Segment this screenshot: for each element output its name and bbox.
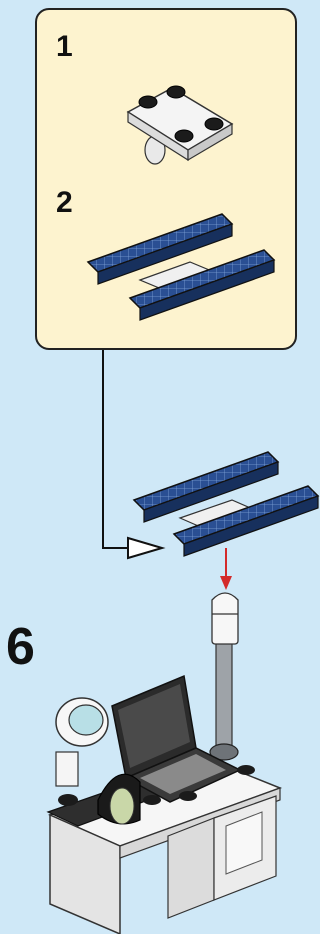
callout-connector-arrow <box>102 350 166 560</box>
solar-panels-part-substep <box>86 213 276 321</box>
desk-lamp <box>55 697 109 806</box>
laptop <box>111 674 242 803</box>
solar-panels-assembly <box>132 451 320 557</box>
substep-number-1: 1 <box>56 30 73 63</box>
lamp-post <box>209 592 239 761</box>
white-bracket-plate-part <box>126 85 234 165</box>
red-placement-arrow <box>220 548 232 590</box>
substep-number-2: 2 <box>56 186 73 219</box>
gadget-stand <box>97 773 141 825</box>
desk-studs <box>143 765 255 805</box>
main-step-number: 6 <box>6 618 35 676</box>
